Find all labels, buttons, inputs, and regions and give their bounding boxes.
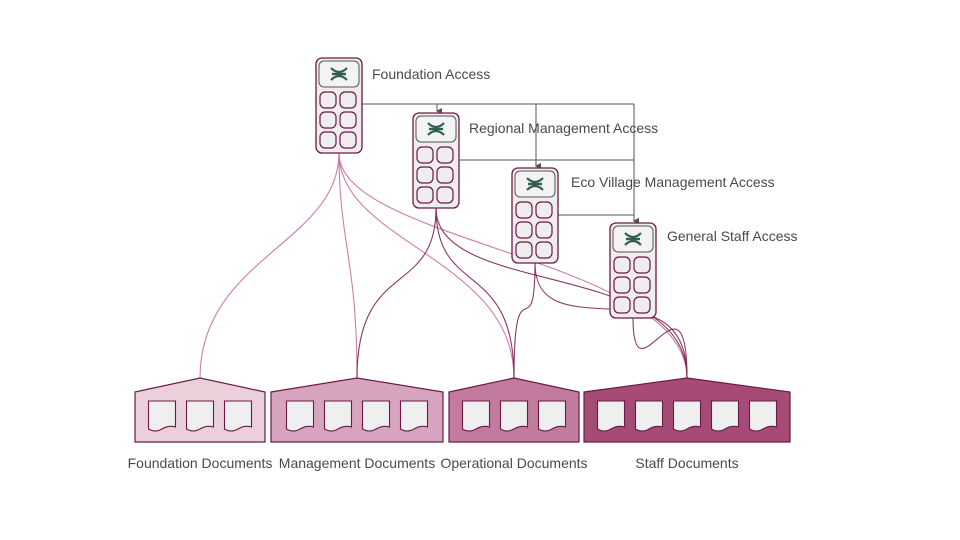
keypad-key — [319, 91, 337, 109]
access-link-foundation-operational — [338, 152, 515, 379]
keypad-key — [515, 201, 533, 219]
access-label-foundation: Foundation Access — [372, 66, 490, 82]
document-icon — [710, 400, 740, 432]
doc-group-operational — [448, 377, 580, 443]
doc-group-management — [270, 377, 444, 443]
crossed-tool-icon — [624, 232, 642, 246]
keypad-foundation — [315, 57, 363, 154]
access-link-regional-management — [356, 207, 437, 379]
keypad-staff — [609, 222, 657, 319]
crossed-tool-icon — [427, 122, 445, 136]
document-groups — [134, 377, 791, 443]
keypad-key — [633, 276, 651, 294]
keypad-key — [436, 166, 454, 184]
doc-label-foundation: Foundation Documents — [128, 455, 273, 471]
access-links — [199, 152, 688, 379]
keypad-key — [436, 146, 454, 164]
doc-group-staff — [583, 377, 791, 443]
hierarchy-lines — [362, 103, 639, 224]
document-icon — [323, 400, 353, 432]
access-link-staff-staff — [632, 317, 688, 379]
keypad-key — [436, 186, 454, 204]
document-icon — [223, 400, 253, 432]
keypad-regional — [412, 112, 460, 209]
doc-group-foundation — [134, 377, 266, 443]
document-icon — [285, 400, 315, 432]
document-icon — [537, 400, 567, 432]
keypad-key — [416, 166, 434, 184]
keypad-key — [613, 256, 631, 274]
doc-label-operational: Operational Documents — [440, 455, 587, 471]
keypad-key — [319, 111, 337, 129]
crossed-tool-icon — [330, 67, 348, 81]
document-icon — [596, 400, 626, 432]
keypad-key — [535, 221, 553, 239]
keypad-key — [633, 296, 651, 314]
keypad-key — [633, 256, 651, 274]
access-keypads — [315, 57, 657, 319]
access-label-regional: Regional Management Access — [469, 120, 658, 136]
access-label-ecovillage: Eco Village Management Access — [571, 174, 775, 190]
document-icon — [499, 400, 529, 432]
access-link-regional-staff — [435, 207, 688, 379]
document-icon — [461, 400, 491, 432]
doc-label-staff: Staff Documents — [635, 455, 738, 471]
document-icon — [672, 400, 702, 432]
keypad-key — [319, 131, 337, 149]
document-icon — [748, 400, 778, 432]
keypad-key — [535, 241, 553, 259]
keypad-key — [613, 296, 631, 314]
keypad-key — [339, 111, 357, 129]
document-icon — [147, 400, 177, 432]
crossed-tool-icon — [526, 177, 544, 191]
access-label-staff: General Staff Access — [667, 228, 797, 244]
access-link-foundation-foundation — [199, 152, 340, 379]
access-link-foundation-management — [338, 152, 358, 379]
doc-label-management: Management Documents — [279, 455, 435, 471]
keypad-key — [535, 201, 553, 219]
keypad-key — [515, 241, 533, 259]
keypad-key — [515, 221, 533, 239]
keypad-key — [416, 146, 434, 164]
keypad-key — [416, 186, 434, 204]
document-icon — [185, 400, 215, 432]
document-icon — [634, 400, 664, 432]
document-icon — [399, 400, 429, 432]
keypad-ecovillage — [511, 167, 559, 264]
keypad-key — [339, 91, 357, 109]
access-link-ecovillage-operational — [513, 262, 536, 379]
keypad-key — [339, 131, 357, 149]
document-icon — [361, 400, 391, 432]
access-link-regional-operational — [435, 207, 515, 379]
keypad-key — [613, 276, 631, 294]
